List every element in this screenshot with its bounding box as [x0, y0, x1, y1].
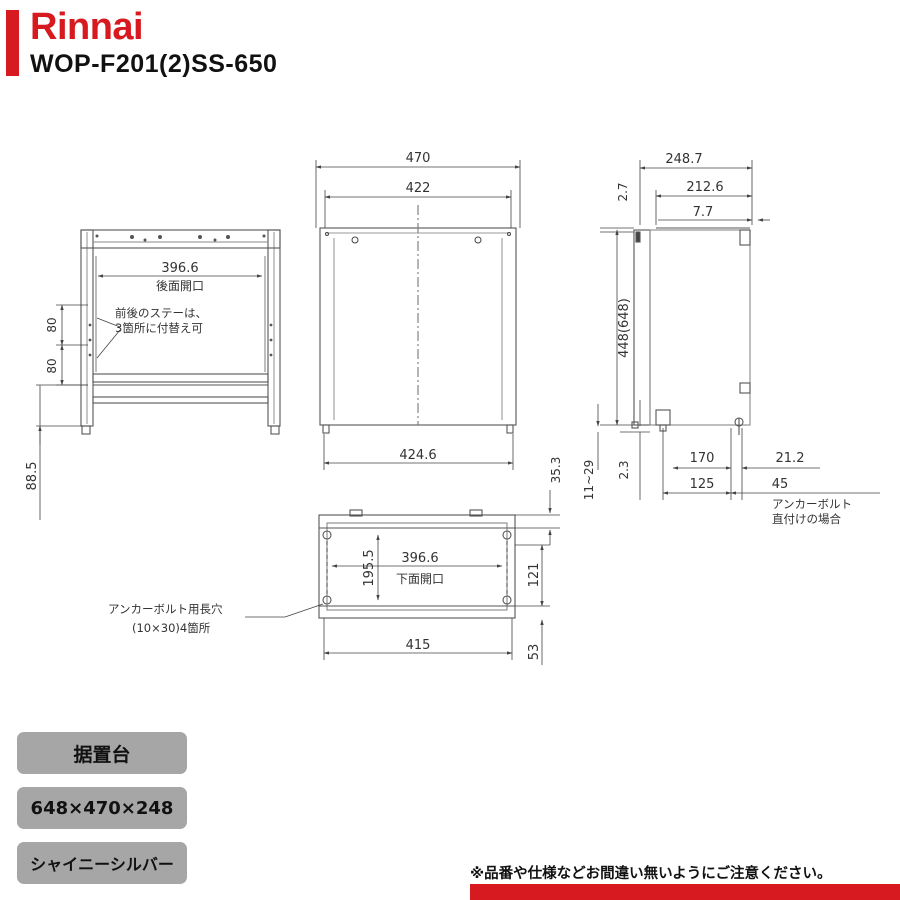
caution-notice: ※品番や仕様などお間違い無いようにご注意ください。 — [470, 866, 832, 882]
side-dims — [596, 160, 880, 500]
dim-2-3: 2.3 — [617, 460, 631, 479]
dim-212-6: 212.6 — [686, 180, 723, 195]
dim-195-5: 195.5 — [362, 549, 377, 586]
bottom-dims — [245, 490, 560, 665]
front-center-view — [319, 205, 517, 434]
dim-2-7: 2.7 — [616, 182, 630, 201]
bottom-view — [318, 509, 516, 619]
dim-7-7: 7.7 — [693, 205, 714, 220]
side-view — [631, 227, 751, 435]
dim-448-648: 448(648) — [617, 298, 632, 358]
stay-note-line2: 3箇所に付替え可 — [115, 321, 203, 335]
dim-248-7: 248.7 — [665, 152, 702, 167]
dim-80-lower: 80 — [45, 358, 59, 373]
brand-accent-bar — [6, 10, 19, 76]
front-left-dims — [36, 274, 263, 520]
front-stay — [92, 373, 269, 383]
dim-88-5: 88.5 — [25, 462, 40, 491]
lower-stay — [92, 396, 269, 404]
dim-53: 53 — [527, 644, 542, 661]
brand-logo: Rinnai — [30, 6, 144, 48]
side-body — [649, 229, 751, 426]
dim-11-29: 11~29 — [582, 460, 596, 501]
dim-470: 470 — [406, 151, 431, 166]
dim-21-2: 21.2 — [776, 451, 805, 466]
base-frame — [318, 514, 516, 619]
anchor-hole-line2: (10×30)4箇所 — [132, 621, 211, 635]
footer-red-bar — [470, 884, 900, 900]
bottom-opening-width: 396.6 — [401, 551, 438, 566]
rear-opening-width: 396.6 — [161, 261, 198, 276]
dim-125: 125 — [690, 477, 715, 492]
top-frame — [80, 229, 281, 249]
side-post — [633, 229, 651, 426]
rear-opening-label: 後面開口 — [156, 279, 204, 293]
front-left-view — [80, 229, 281, 435]
dim-170: 170 — [690, 451, 715, 466]
spec-category-tag: 据置台 — [17, 732, 187, 774]
dim-121: 121 — [527, 563, 542, 588]
front-center-dims — [315, 160, 521, 470]
stay-note-line1: 前後のステーは、 — [115, 306, 207, 320]
bottom-opening-label: 下面開口 — [396, 572, 444, 586]
dim-45: 45 — [772, 477, 789, 492]
dim-80-upper: 80 — [45, 317, 59, 332]
dim-424-6: 424.6 — [399, 448, 436, 463]
dim-422: 422 — [406, 181, 431, 196]
dim-35-3: 35.3 — [549, 457, 563, 484]
anchor-hole-line1: アンカーボルト用長穴 — [108, 602, 223, 616]
anchor-note-line1: アンカーボルト — [772, 497, 852, 511]
dim-415: 415 — [406, 638, 431, 653]
model-number: WOP-F201(2)SS-650 — [30, 50, 278, 78]
spec-dimensions-tag: 648×470×248 — [17, 787, 187, 829]
spec-color-tag: シャイニーシルバー — [17, 842, 187, 884]
anchor-note-line2: 直付けの場合 — [772, 512, 841, 526]
